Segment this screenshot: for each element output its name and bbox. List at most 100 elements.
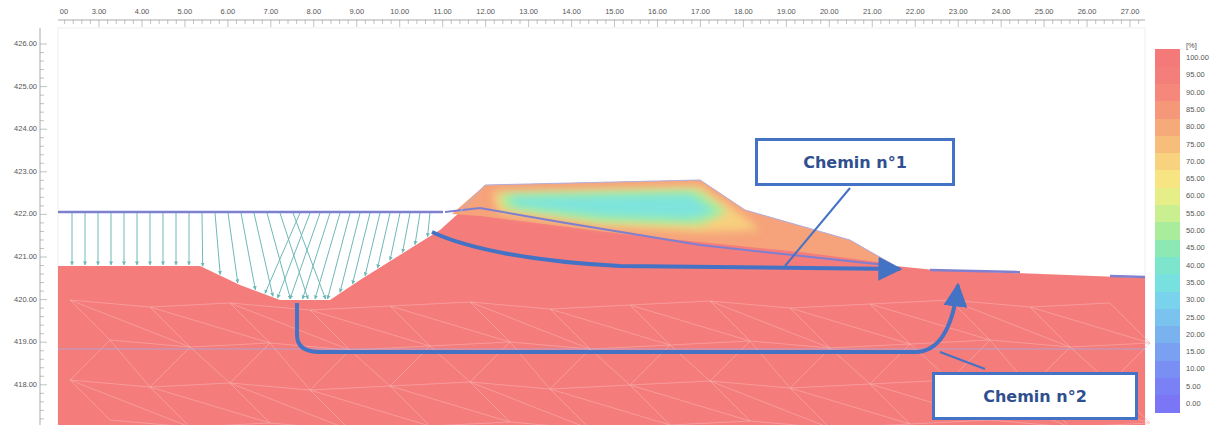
stroke: [176, 20, 177, 24]
stroke: [950, 300, 1030, 307]
stroke: [590, 345, 670, 349]
axis-label: [%]: [1186, 42, 1197, 50]
stroke: [313, 20, 314, 27]
stroke: [315, 213, 340, 299]
axis-label: 7.00: [264, 8, 279, 16]
stroke: [691, 20, 692, 24]
stroke: [322, 20, 323, 24]
stroke: [40, 418, 44, 419]
callout-box: Chemin n°1: [755, 138, 955, 186]
stroke: [190, 343, 270, 347]
stroke: [305, 20, 306, 24]
axis-label: 5.00: [178, 8, 193, 16]
stroke: [468, 20, 469, 24]
legend-swatch: [1155, 343, 1180, 361]
axis-label: 8.00: [306, 8, 321, 16]
stroke: [40, 291, 44, 292]
axis-label: 423.00: [14, 168, 37, 176]
stroke: [537, 20, 538, 24]
stroke: [571, 20, 572, 27]
stroke: [73, 20, 74, 24]
stroke: [1061, 20, 1062, 24]
stroke: [510, 342, 590, 349]
stroke: [1112, 20, 1113, 24]
stroke: [562, 20, 563, 24]
axis-label: 25.00: [1035, 8, 1054, 16]
stroke: [230, 383, 310, 390]
stroke: [666, 20, 667, 24]
stroke: [750, 341, 790, 388]
stroke: [40, 86, 47, 87]
flow-path: [297, 285, 958, 352]
stroke: [230, 383, 270, 423]
stroke: [743, 20, 744, 27]
stroke: [710, 381, 750, 421]
stroke: [110, 420, 190, 425]
stroke: [310, 390, 430, 425]
stroke: [288, 20, 289, 24]
stroke: [717, 20, 718, 24]
stroke: [459, 20, 460, 24]
stroke: [70, 380, 150, 387]
stroke: [710, 301, 790, 308]
stroke: [40, 205, 44, 206]
stroke: [614, 20, 615, 27]
legend-label: 85.00: [1186, 106, 1205, 114]
stroke: [910, 420, 990, 424]
stroke: [494, 20, 495, 24]
stroke: [923, 20, 924, 24]
stroke: [40, 282, 44, 283]
stroke: [40, 44, 47, 45]
stroke: [710, 381, 790, 388]
leader-line: [785, 188, 850, 266]
stroke: [40, 222, 44, 223]
dam-saturation-zones: [452, 180, 893, 264]
stroke: [399, 20, 400, 27]
legend-label: 35.00: [1186, 279, 1205, 287]
stroke: [1070, 423, 1150, 425]
legend-label: 5.00: [1186, 383, 1201, 391]
stroke: [184, 20, 185, 27]
soil-body: [58, 180, 1145, 425]
legend-swatch: [1155, 274, 1180, 292]
stroke: [590, 349, 630, 385]
axis-label: 14.00: [562, 8, 581, 16]
stroke: [710, 381, 830, 425]
stroke: [670, 421, 750, 425]
stroke: [193, 20, 194, 24]
stroke: [382, 20, 383, 24]
stroke: [219, 20, 220, 24]
axis-label: 3.00: [92, 8, 107, 16]
stroke: [428, 213, 431, 237]
stroke: [674, 20, 675, 24]
stroke: [790, 384, 870, 388]
stroke: [270, 20, 271, 27]
stroke: [40, 401, 44, 402]
stroke: [941, 20, 942, 24]
axis-label: 20.00: [820, 8, 839, 16]
stroke: [830, 344, 910, 348]
stroke: [40, 120, 44, 121]
stroke: [40, 214, 47, 215]
stroke: [1026, 20, 1027, 24]
stroke: [70, 380, 110, 420]
stroke: [416, 20, 417, 24]
stroke: [1009, 20, 1010, 24]
axis-label: 420.00: [14, 296, 37, 304]
stroke: [863, 20, 864, 24]
stroke: [228, 213, 238, 283]
stroke: [70, 300, 110, 340]
legend-swatch: [1155, 136, 1180, 154]
legend-swatch: [1155, 49, 1180, 67]
stroke: [846, 20, 847, 24]
stroke: [40, 384, 47, 385]
stroke: [790, 304, 870, 308]
stroke: [820, 20, 821, 24]
legend-label: 90.00: [1186, 89, 1205, 97]
stroke: [1030, 303, 1110, 307]
stroke: [328, 213, 351, 299]
stroke: [470, 382, 550, 389]
legend-swatch: [1155, 240, 1180, 258]
stroke: [870, 300, 950, 304]
legend-swatch: [1155, 188, 1180, 206]
